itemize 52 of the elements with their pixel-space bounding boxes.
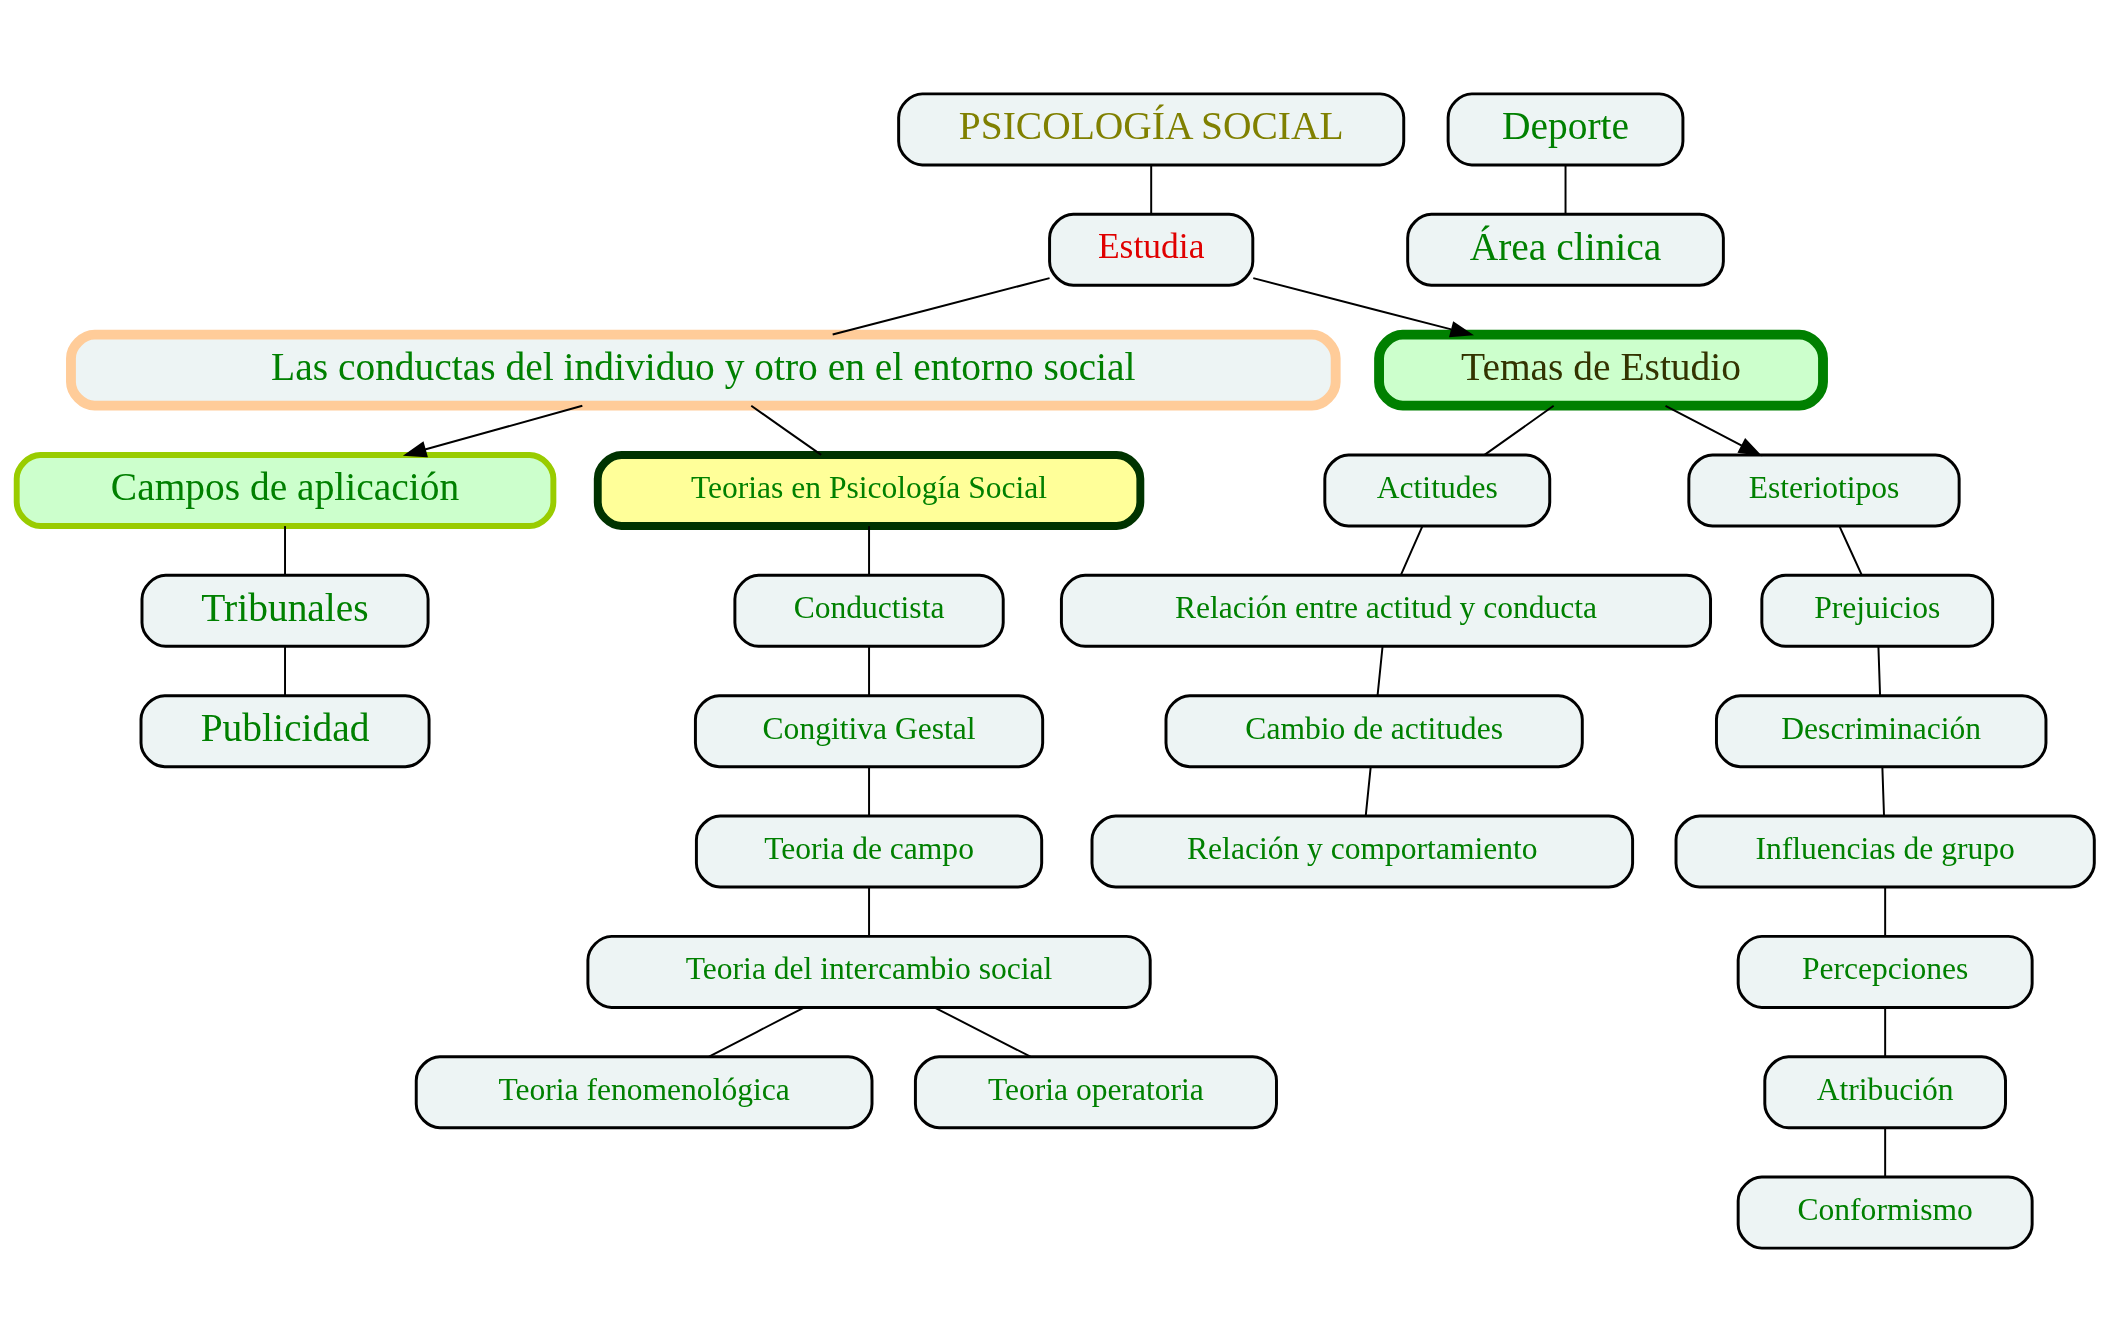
- connector: [1877, 645, 1882, 696]
- arrow: [1252, 276, 1474, 337]
- node-box: Cambio de actitudes: [1164, 693, 1584, 768]
- node-box: Atribución: [1763, 1054, 2007, 1129]
- connector: [868, 645, 871, 696]
- node-box: Conformismo: [1736, 1175, 2034, 1250]
- connector: [1364, 765, 1372, 817]
- node-box: Influencias de grupo: [1674, 814, 2096, 889]
- arrow: [402, 404, 584, 457]
- connector: [868, 765, 871, 817]
- connector: [708, 1006, 805, 1058]
- node-box: Estudia: [1048, 212, 1255, 287]
- connector: [1399, 524, 1424, 576]
- node-box: Relación entre actitud y conducta: [1059, 573, 1712, 648]
- node-box: Esteriotipos: [1687, 452, 1961, 527]
- node-box: Congitiva Gestal: [693, 693, 1045, 768]
- node-box: Teoria del intercambio social: [586, 934, 1152, 1009]
- node-box: Relación y comportamiento: [1090, 814, 1635, 889]
- node-box: Conductista: [733, 573, 1005, 648]
- connector: [1150, 163, 1153, 215]
- connector: [284, 524, 287, 576]
- connector: [1884, 1006, 1887, 1057]
- node-box: Teorias en Psicología Social: [593, 450, 1145, 530]
- connector: [1884, 885, 1887, 937]
- connector: [1884, 1126, 1887, 1178]
- node-box: Área clinica: [1406, 212, 1725, 287]
- node-box: Deporte: [1446, 91, 1685, 166]
- connector: [750, 404, 823, 456]
- node-box: Teoria de campo: [694, 814, 1044, 889]
- connector: [831, 276, 1051, 335]
- connector: [933, 1006, 1032, 1058]
- connector: [1881, 765, 1885, 817]
- node-box: Prejuicios: [1760, 573, 1995, 648]
- connector: [1483, 404, 1555, 456]
- node-box: Teoria fenomenológica: [414, 1054, 874, 1129]
- node-box: Las conductas del individuo y otro en el entorno social: [66, 329, 1341, 411]
- node-box: Percepciones: [1736, 934, 2034, 1009]
- connector: [284, 645, 287, 696]
- node-box: Tribunales: [140, 573, 430, 648]
- connector: [1564, 163, 1567, 215]
- node-box: Descriminación: [1715, 693, 2048, 768]
- connector: [868, 885, 871, 937]
- connector: [1838, 524, 1863, 576]
- node-box: PSICOLOGÍA SOCIAL: [897, 91, 1406, 166]
- connector: [868, 524, 871, 576]
- node-box: Campos de aplicación: [13, 451, 557, 529]
- connector: [1376, 645, 1384, 696]
- node-box: Publicidad: [139, 693, 431, 768]
- node-box: Teoria operatoria: [913, 1054, 1278, 1129]
- arrow: [1664, 404, 1763, 456]
- node-box: Actitudes: [1323, 452, 1552, 527]
- node-box: Temas de Estudio: [1374, 329, 1828, 411]
